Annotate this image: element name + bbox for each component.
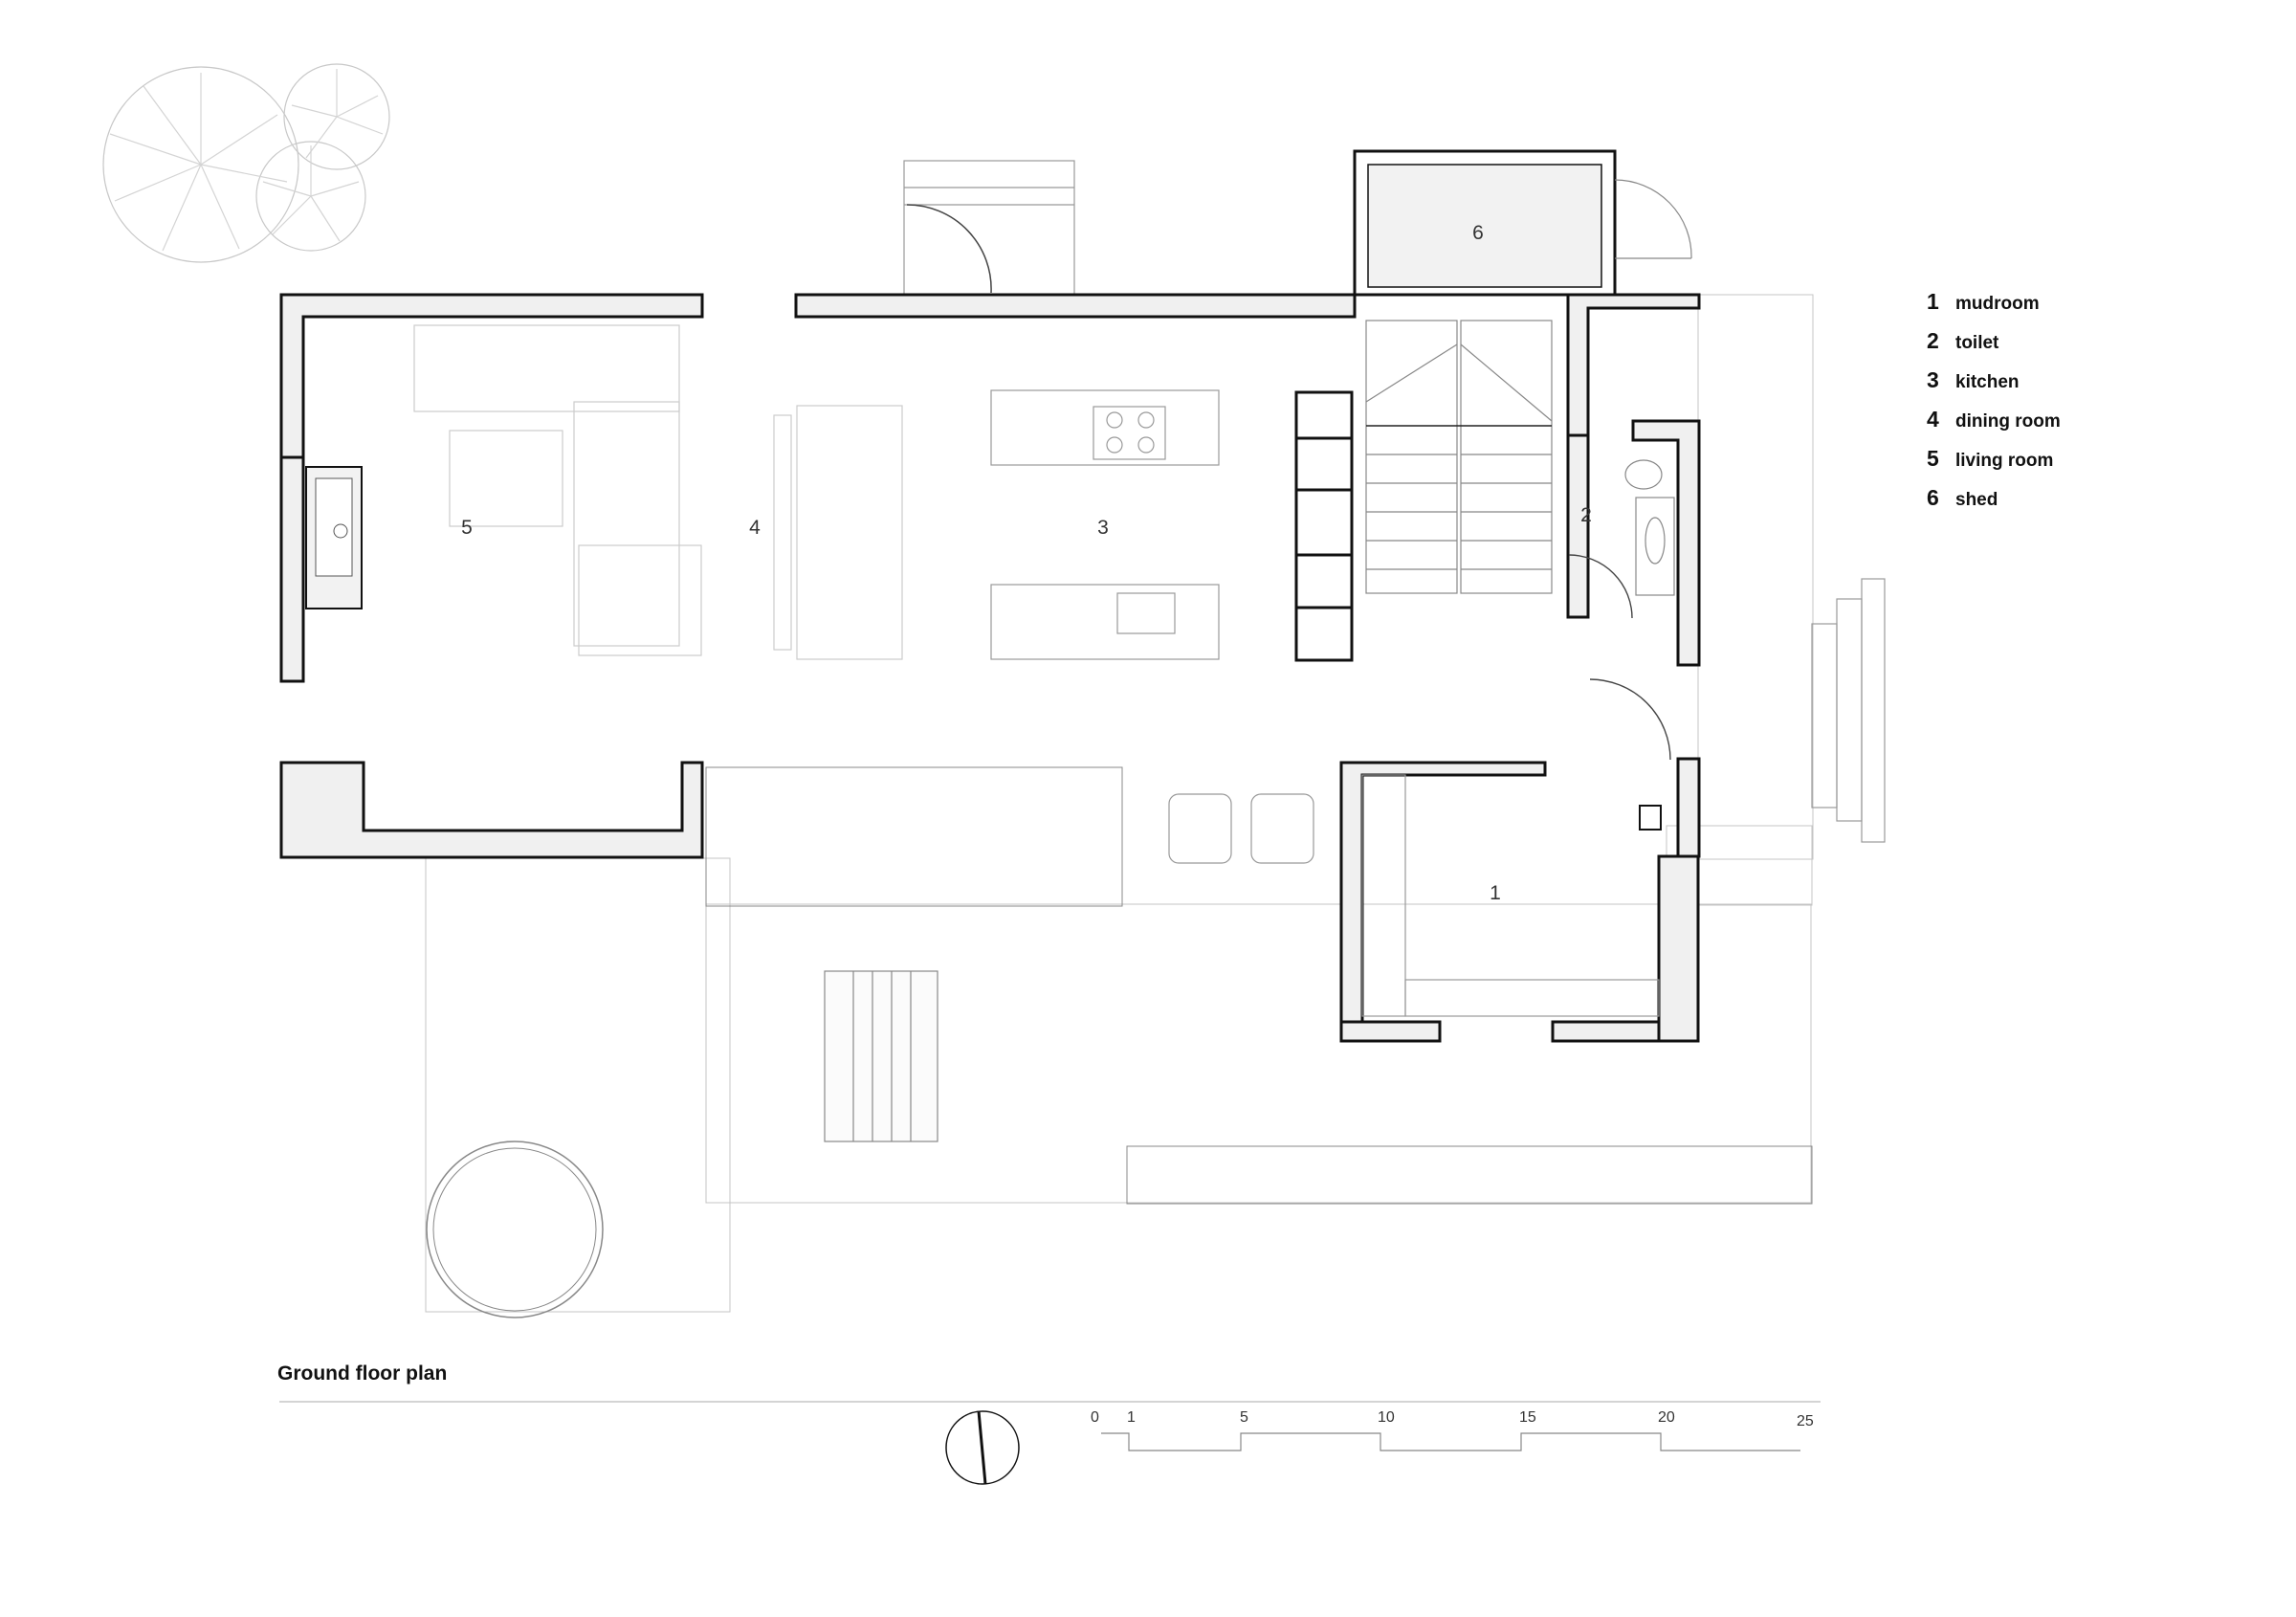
kitchen-island-top — [990, 389, 1220, 466]
room-number: 1 — [1490, 882, 1501, 904]
legend-item: 4 dining room — [1927, 407, 2061, 446]
legend-number: 6 — [1927, 485, 1939, 510]
toilet-icon — [1624, 459, 1675, 596]
legend-label: mudroom — [1955, 294, 2040, 314]
top-entry-steps — [903, 160, 1075, 296]
deck — [425, 294, 1814, 1313]
legend-label: shed — [1955, 490, 1998, 510]
legend-item: 2 toilet — [1927, 328, 2061, 367]
scale-bar: 0 1 5 10 15 20 25 — [1091, 1409, 1814, 1451]
scale-tick: 5 — [1240, 1409, 1248, 1426]
chair-icon — [1168, 793, 1314, 864]
side-steps — [1811, 578, 1886, 843]
legend-item: 3 kitchen — [1927, 367, 2061, 407]
legend-label: living room — [1955, 451, 2054, 471]
legend-number: 4 — [1927, 407, 1939, 432]
legend-number: 1 — [1927, 289, 1939, 314]
dining-table — [773, 405, 903, 660]
room-number: 6 — [1472, 222, 1484, 244]
legend-label: toilet — [1955, 333, 1999, 353]
scale-tick: 20 — [1658, 1409, 1675, 1426]
legend-item: 1 mudroom — [1927, 289, 2061, 328]
legend-number: 2 — [1927, 328, 1939, 353]
scale-tick: 15 — [1519, 1409, 1536, 1426]
scale-tick: 25 — [1797, 1413, 1814, 1429]
legend-number: 5 — [1927, 446, 1939, 471]
scale-tick: 0 — [1091, 1409, 1099, 1426]
sofa — [413, 324, 702, 656]
storage-shelves — [1294, 390, 1354, 662]
hot-tub — [426, 1141, 604, 1318]
tree-icon — [102, 63, 390, 263]
kitchen-island-bottom — [990, 584, 1220, 660]
room-number: 3 — [1097, 517, 1109, 539]
room-legend: 1 mudroom 2 toilet 3 kitchen 4 dining ro… — [1927, 289, 2061, 524]
legend-number: 3 — [1927, 367, 1939, 392]
room-number: 2 — [1580, 504, 1592, 526]
scale-tick: 10 — [1378, 1409, 1395, 1426]
doors — [1568, 554, 1671, 761]
exterior-walls — [279, 293, 1701, 1043]
fireplace — [305, 466, 363, 609]
staircase — [1365, 320, 1553, 594]
legend-label: dining room — [1955, 411, 2061, 432]
legend-item: 5 living room — [1927, 446, 2061, 485]
north-arrow-icon — [945, 1410, 1020, 1485]
room-numbers: 1 2 3 4 5 6 — [461, 222, 1592, 904]
outdoor-bench — [824, 970, 938, 1142]
legend-item: 6 shed — [1927, 485, 2061, 524]
room-number: 5 — [461, 517, 473, 539]
legend-label: kitchen — [1955, 372, 2020, 392]
room-number: 4 — [749, 517, 761, 539]
mudroom-bench — [1361, 774, 1662, 1017]
shed-structure — [1353, 149, 1692, 297]
drawing-title: Ground floor plan — [277, 1362, 448, 1384]
scale-tick: 1 — [1127, 1409, 1136, 1426]
